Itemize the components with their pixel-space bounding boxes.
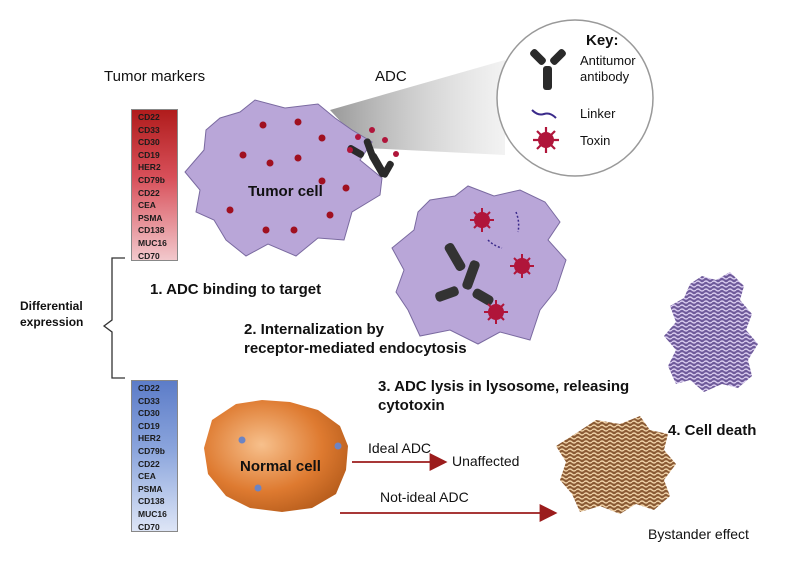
normal-marker-item: CD70 (138, 521, 160, 532)
normal-marker-dots (238, 436, 342, 492)
tumor-marker-item: MUC16 (138, 237, 167, 248)
normal-cell-label: Normal cell (240, 458, 321, 475)
bystander-effect-label: Bystander effect (648, 526, 749, 542)
normal-cell-shape (204, 400, 348, 512)
step-1-label: 1. ADC binding to target (150, 281, 322, 298)
key-toxin-label: Toxin (580, 133, 611, 148)
internalized-antibody-icon (435, 242, 494, 306)
tumor-marker-item: CD70 (138, 250, 160, 261)
internalized-linker-icon (515, 211, 520, 233)
normal-marker-item: CD19 (138, 420, 160, 431)
tumor-marker-item: CEA (138, 200, 156, 211)
step-3-label: 3. ADC lysis in lysosome, releasing cyto… (378, 378, 630, 414)
internalized-linker-icon-2 (487, 239, 503, 249)
tumor-marker-item: CD33 (138, 124, 160, 135)
normal-marker-item: HER2 (138, 433, 161, 444)
key-circle (496, 19, 654, 177)
tumor-marker-item: CD79b (138, 174, 165, 185)
adc-header: ADC (375, 68, 407, 85)
not-ideal-adc-label: Not-ideal ADC (380, 489, 469, 505)
step-2-label: 2. Internalization by receptor-mediated … (244, 321, 467, 357)
unaffected-label: Unaffected (452, 453, 520, 469)
normal-marker-item: CEA (138, 471, 156, 482)
tumor-marker-item: CD22 (138, 112, 160, 122)
tumor-marker-item: CD138 (138, 225, 165, 236)
dead-tumor-cell-shape (664, 272, 758, 392)
dead-normal-cell-shape (556, 416, 676, 514)
tumor-marker-dots (226, 118, 350, 234)
step-4-label: 4. Cell death (668, 422, 757, 439)
key-linker-label: Linker (580, 106, 616, 121)
tumor-marker-item: CD22 (138, 187, 160, 198)
normal-marker-item: MUC16 (138, 508, 167, 519)
normal-marker-item: PSMA (138, 483, 163, 494)
key-antibody-label: Antitumor antibody (580, 53, 636, 84)
tumor-marker-item: PSMA (138, 212, 163, 223)
differential-expression-label: Differential expression (20, 299, 84, 329)
key-antibody-icon (530, 49, 566, 90)
normal-marker-item: CD79b (138, 445, 165, 456)
tumor-markers-header: Tumor markers (104, 68, 206, 85)
normal-marker-item: CD22 (138, 458, 160, 469)
normal-marker-item: CD33 (138, 395, 160, 406)
differential-bracket (102, 257, 125, 379)
ideal-adc-label: Ideal ADC (368, 440, 432, 456)
normal-marker-item: CD30 (138, 408, 160, 419)
key-linker-icon (531, 109, 557, 119)
released-toxin-icons (470, 208, 534, 324)
normal-marker-item: CD22 (138, 383, 160, 393)
key-title: Key: (586, 32, 619, 49)
adc-toxin-icons (347, 127, 399, 157)
tumor-cell-label: Tumor cell (248, 183, 323, 200)
tumor-marker-item: CD19 (138, 149, 160, 160)
key-toxin-icon (533, 127, 559, 153)
normal-marker-item: CD138 (138, 496, 165, 507)
tumor-marker-item: HER2 (138, 162, 161, 173)
tumor-marker-item: CD30 (138, 137, 160, 148)
